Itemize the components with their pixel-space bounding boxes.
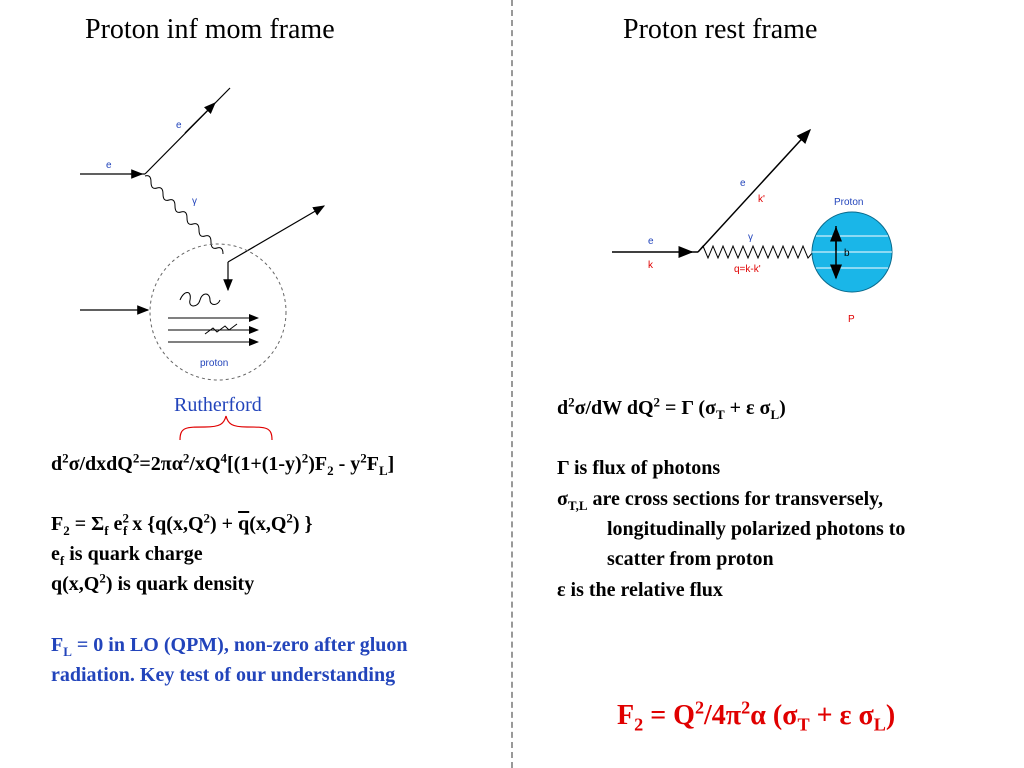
quark-density-description: q(x,Q2) is quark density xyxy=(51,570,255,595)
label-proton: proton xyxy=(200,358,228,369)
photon-line xyxy=(144,175,224,255)
proton-circle xyxy=(149,243,287,381)
left-title: Proton inf mom frame xyxy=(85,14,335,45)
ef-description: ef is quark charge xyxy=(51,543,203,568)
right-title: Proton rest frame xyxy=(623,14,818,45)
rest-label-k-in: k xyxy=(648,260,654,271)
rest-label-b: b xyxy=(844,248,850,259)
divider xyxy=(511,0,513,768)
rest-photon-line xyxy=(697,244,814,260)
rest-label-proton: Proton xyxy=(834,197,863,208)
struck-quark-line xyxy=(227,205,326,263)
epsilon-description: ε is the relative flux xyxy=(557,579,723,601)
f2-sum-formula: F2 = Σf e2f x {q(x,Q2) + q(x,Q2) } xyxy=(51,510,313,538)
gluon-line xyxy=(179,292,221,307)
rest-outgoing-electron-line xyxy=(697,128,812,253)
gamma-description: Γ is flux of photons xyxy=(557,457,721,479)
rest-label-e-out: e xyxy=(740,178,746,189)
sigma-description-line3: scatter from proton xyxy=(607,548,774,570)
rutherford-label: Rutherford xyxy=(174,394,262,416)
rest-label-P: P xyxy=(848,314,855,325)
right-cross-section-formula: d2σ/dW dQ2 = Γ (σT + ε σL) xyxy=(557,394,786,422)
sigma-description-line1: σT,L are cross sections for transversely… xyxy=(557,488,884,513)
label-gamma: γ xyxy=(192,196,197,207)
left-feynman-diagram: e e γ proton xyxy=(80,87,326,441)
f2-cross-section-formula: F2 = Q2/4π2α (σT + ε σL) xyxy=(617,697,896,735)
rutherford-bracket xyxy=(179,415,273,441)
label-e-in: e xyxy=(106,160,112,171)
left-cross-section-formula: d2σ/dxdQ2=2πα2/xQ4[(1+(1-y)2)F2 - y2FL] xyxy=(51,450,395,478)
rest-label-k-out: k' xyxy=(758,194,765,205)
fl-note-line2: radiation. Key test of our understanding xyxy=(51,664,396,686)
sigma-description-line2: longitudinally polarized photons to xyxy=(607,518,906,540)
fl-note-line1: FL = 0 in LO (QPM), non-zero after gluon xyxy=(51,634,408,659)
label-e-out: e xyxy=(176,120,182,131)
rest-label-q: q=k-k' xyxy=(734,264,761,275)
rest-label-gamma: γ xyxy=(748,232,753,243)
right-feynman-diagram: e k e k' γ q=k-k' Proton b P xyxy=(612,128,893,325)
rest-label-e-in: e xyxy=(648,236,654,247)
